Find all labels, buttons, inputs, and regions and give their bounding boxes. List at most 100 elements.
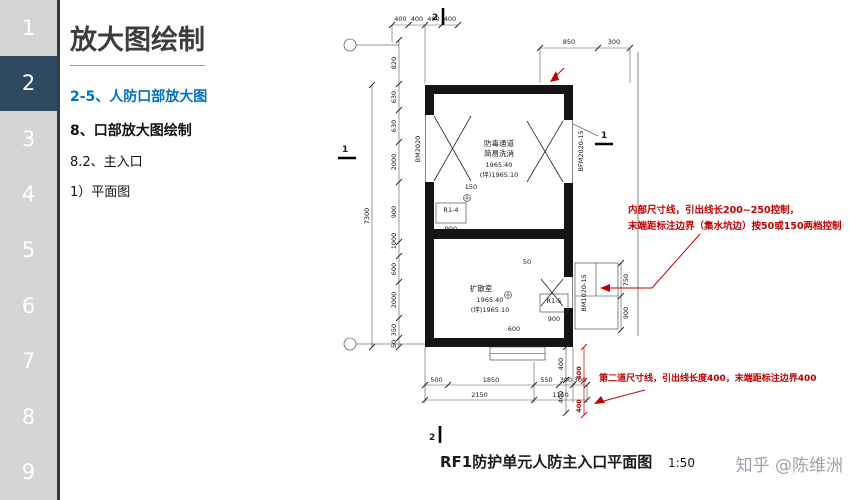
room-diffusion: 扩散室 1965.40 (坪)1965.10 50 600 <box>470 258 531 333</box>
shaft-extension: 750 900 <box>574 259 630 334</box>
slide-number: 5 <box>21 238 36 263</box>
dim-label: 630 <box>390 91 398 103</box>
slide-thumbnail-panel: 1 2 3 4 5 6 7 8 9 <box>0 0 57 500</box>
slide-text-block: 放大图绘制 2-5、人防口部放大图 8、口部放大图绘制 8.2、主入口 1）平面… <box>70 18 320 200</box>
slide-thumb-1[interactable]: 1 <box>0 0 57 56</box>
dim-label: 400 <box>444 15 456 23</box>
dim-chain-top: 400 400 400 400 <box>388 15 462 83</box>
annotation-text: 内部尺寸线，引出线长200~250控制， <box>628 204 799 216</box>
topic-line-1: 8.2、主入口 <box>70 155 143 170</box>
dim-label: 300 <box>608 38 620 46</box>
dim-label: 2000 <box>390 292 398 309</box>
dim-label: 600 <box>390 263 398 275</box>
slide-thumb-2[interactable]: 2 <box>0 55 57 112</box>
sump-pit <box>489 346 546 361</box>
door-label: BFM2020-15 <box>577 131 585 172</box>
page-title: 放大图绘制 <box>70 18 205 66</box>
panel-divider <box>57 0 60 500</box>
dim-chain-right-black: 400 400 <box>557 343 570 417</box>
dim-label: 350 <box>390 324 398 336</box>
dim-label: 50 <box>523 258 531 266</box>
slide-number: 3 <box>21 126 36 151</box>
annotation-text: 末端距标注边界（集水坑边）按50或150两档控制 <box>627 220 842 232</box>
topic-heading: 8、口部放大图绘制 <box>70 123 192 139</box>
annotation-text: 第二道尺寸线，引出线长度400，末端距标注边界400 <box>599 372 817 384</box>
dim-label: 300 <box>574 376 586 384</box>
dim-label: 7300 <box>363 208 371 225</box>
axis-bubble-bottom <box>343 337 425 351</box>
dim-chain-left: 820 630 630 2000 900 1000 600 2000 350 5… <box>390 36 403 351</box>
dim-label: 50 <box>390 340 398 348</box>
dim-label: 600 <box>508 325 520 333</box>
drawing-caption: RF1防护单元人防主入口平面图 1:50 <box>440 453 695 471</box>
caption-title: RF1防护单元人防主入口平面图 <box>440 453 652 471</box>
slide-thumb-8[interactable]: 8 <box>0 389 57 445</box>
arrow-icon <box>550 71 559 82</box>
dim-label: 400 <box>427 15 439 23</box>
dim-label: 900 <box>622 307 630 319</box>
tag-label: R1-4 <box>443 206 458 214</box>
dim-label: 400 <box>557 358 565 370</box>
door-right: BFM2020-15 <box>526 120 599 183</box>
section-subtitle: 2-5、人防口部放大图 <box>70 89 208 105</box>
door-label: BM1020-15 <box>580 274 588 311</box>
slide-number: 9 <box>21 460 36 485</box>
door-bottom-right: BM1020-15 <box>540 274 588 312</box>
slide-thumb-6[interactable]: 6 <box>0 278 57 334</box>
dim-label: 850 <box>563 38 575 46</box>
dim-label: 820 <box>390 57 398 69</box>
annotation-note2: 第二道尺寸线，引出线长度400，末端距标注边界400 <box>594 372 817 404</box>
section-number: 1 <box>601 131 607 141</box>
tag-size: 900 <box>445 225 457 233</box>
section-marker-top: 2 <box>432 8 445 25</box>
dim-label: 2000 <box>390 154 398 171</box>
tag-label: R1-5 <box>546 297 561 305</box>
elevation-label: 1965.40 <box>477 296 504 304</box>
dim-chain-left-total: 7300 <box>363 81 376 351</box>
slide-thumb-5[interactable]: 5 <box>0 222 57 278</box>
dim-label: 400 <box>557 391 565 403</box>
dim-label: 1850 <box>483 376 500 384</box>
dim-label: 150 <box>465 183 477 191</box>
door-label: BM2020 <box>414 136 422 163</box>
section-number: 1 <box>342 145 348 155</box>
dim-label: 2150 <box>471 391 488 399</box>
room-gasproof-passage: 防毒通道 简易洗消 1965.40 (坪)1965.10 150 <box>463 138 518 202</box>
annotation-note1: 内部尺寸线，引出线长200~250控制， 末端距标注边界（集水坑边）按50或15… <box>550 67 842 292</box>
arrow-left-icon <box>600 284 610 292</box>
room-name: 简易洗消 <box>484 148 514 158</box>
slide-thumb-4[interactable]: 4 <box>0 167 57 223</box>
slide-number: 1 <box>21 15 36 40</box>
dim-label: 750 <box>622 274 630 286</box>
slide-number: 8 <box>21 404 36 429</box>
dim-label-red: 400 <box>575 366 583 380</box>
elevation-label: (坪)1965.10 <box>471 306 509 314</box>
slide-thumb-9[interactable]: 9 <box>0 445 57 500</box>
slide-thumb-7[interactable]: 7 <box>0 333 57 389</box>
door-left: BM2020 <box>414 115 472 182</box>
dim-label: 1150 <box>552 391 569 399</box>
slide-number: 4 <box>21 182 36 207</box>
elevation-label: 1965.40 <box>486 161 513 169</box>
dim-chain-right-red: 400 400 <box>575 343 588 419</box>
tag-size: 900 <box>548 315 560 323</box>
elevation-label: (坪)1965.10 <box>480 171 518 179</box>
room-name: 扩散室 <box>470 283 493 293</box>
dim-label: 400 <box>411 15 423 23</box>
slide-thumb-3[interactable]: 3 <box>0 111 57 167</box>
dim-label: 400 <box>394 15 406 23</box>
dim-label: 500 <box>430 376 442 384</box>
axis-bubble-top <box>343 38 399 52</box>
plan-drawing: 400 400 400 400 850 300 7300 820 630 630 <box>338 8 842 471</box>
slide-number: 7 <box>21 349 36 374</box>
dim-label-red: 400 <box>575 399 583 413</box>
plan-walls <box>425 85 573 347</box>
tag-r1-5: R1-5 900 <box>539 293 569 323</box>
section-marker-right: 1 <box>595 131 613 146</box>
dim-label: 1000 <box>390 233 398 250</box>
arrow-left-icon <box>594 396 605 404</box>
tag-r1-4: R1-4 900 <box>435 202 467 233</box>
dim-chain-top-right: 850 300 <box>536 38 634 83</box>
section-marker-bottom: 2 <box>429 426 442 443</box>
